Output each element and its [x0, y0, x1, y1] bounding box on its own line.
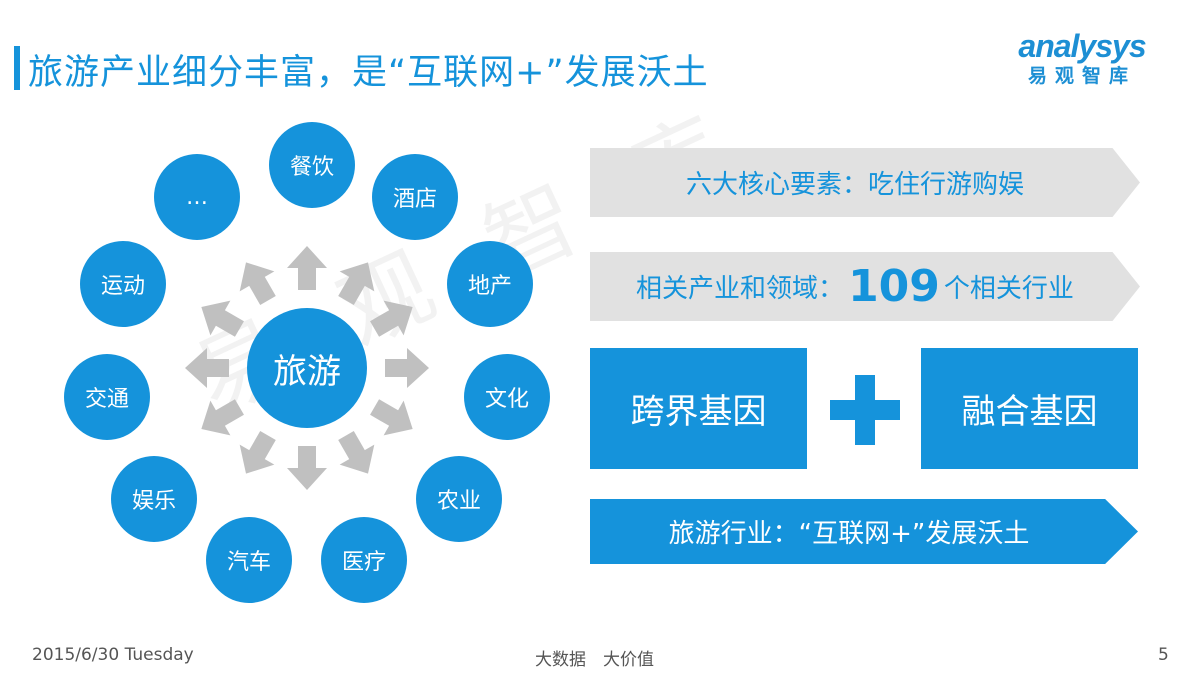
center-node-tourism: 旅游: [247, 308, 367, 428]
logo-text-en: analysys: [1018, 28, 1146, 64]
arrow-1: [338, 262, 375, 305]
node-0: 餐饮: [269, 122, 355, 208]
arrow-7: [239, 431, 276, 474]
footer-slogan: 大数据 大价值: [535, 650, 654, 670]
arrow-3: [385, 348, 429, 388]
banner-related-industries: 相关产业和领域： 109 个相关行业: [590, 252, 1140, 321]
arrow-4: [370, 399, 413, 436]
arrows-layer: [185, 246, 429, 490]
analysys-logo: analysys 易观智库: [992, 28, 1172, 88]
arrow-5: [338, 431, 375, 474]
related-prefix: 相关产业和领域：: [636, 274, 845, 304]
node-1: 酒店: [372, 154, 458, 240]
logo-text-cn: 易观智库: [1027, 65, 1136, 87]
footer-date: 2015/6/30 Tuesday: [32, 645, 194, 665]
node-8: 交通: [64, 354, 150, 440]
page-title: 旅游产业细分丰富，是“互联网+”发展沃土: [28, 53, 709, 93]
node-6: 汽车: [206, 517, 292, 603]
plus-icon: [830, 375, 900, 445]
title-accent-bar: [14, 46, 20, 90]
node-4: 农业: [416, 456, 502, 542]
node-7: 娱乐: [111, 456, 197, 542]
banner-core-elements: 六大核心要素：吃住行游购娱: [590, 148, 1140, 217]
banner-internet-plus: 旅游行业：“互联网+”发展沃土: [590, 499, 1138, 564]
arrow-11: [239, 262, 276, 305]
arrow-2: [370, 300, 413, 337]
node-10: …: [154, 154, 240, 240]
arrow-6: [287, 446, 327, 490]
node-3: 文化: [464, 354, 550, 440]
fusion-gene-box: 融合基因: [921, 348, 1138, 469]
related-count: 109: [848, 261, 940, 312]
arrow-8: [201, 399, 244, 436]
arrow-9: [185, 348, 229, 388]
node-5: 医疗: [321, 517, 407, 603]
page-number: 5: [1158, 645, 1169, 665]
node-9: 运动: [80, 241, 166, 327]
arrow-10: [201, 300, 244, 337]
crossover-gene-box: 跨界基因: [590, 348, 807, 469]
related-suffix: 个相关行业: [943, 274, 1074, 304]
arrow-0: [287, 246, 327, 290]
node-2: 地产: [447, 241, 533, 327]
